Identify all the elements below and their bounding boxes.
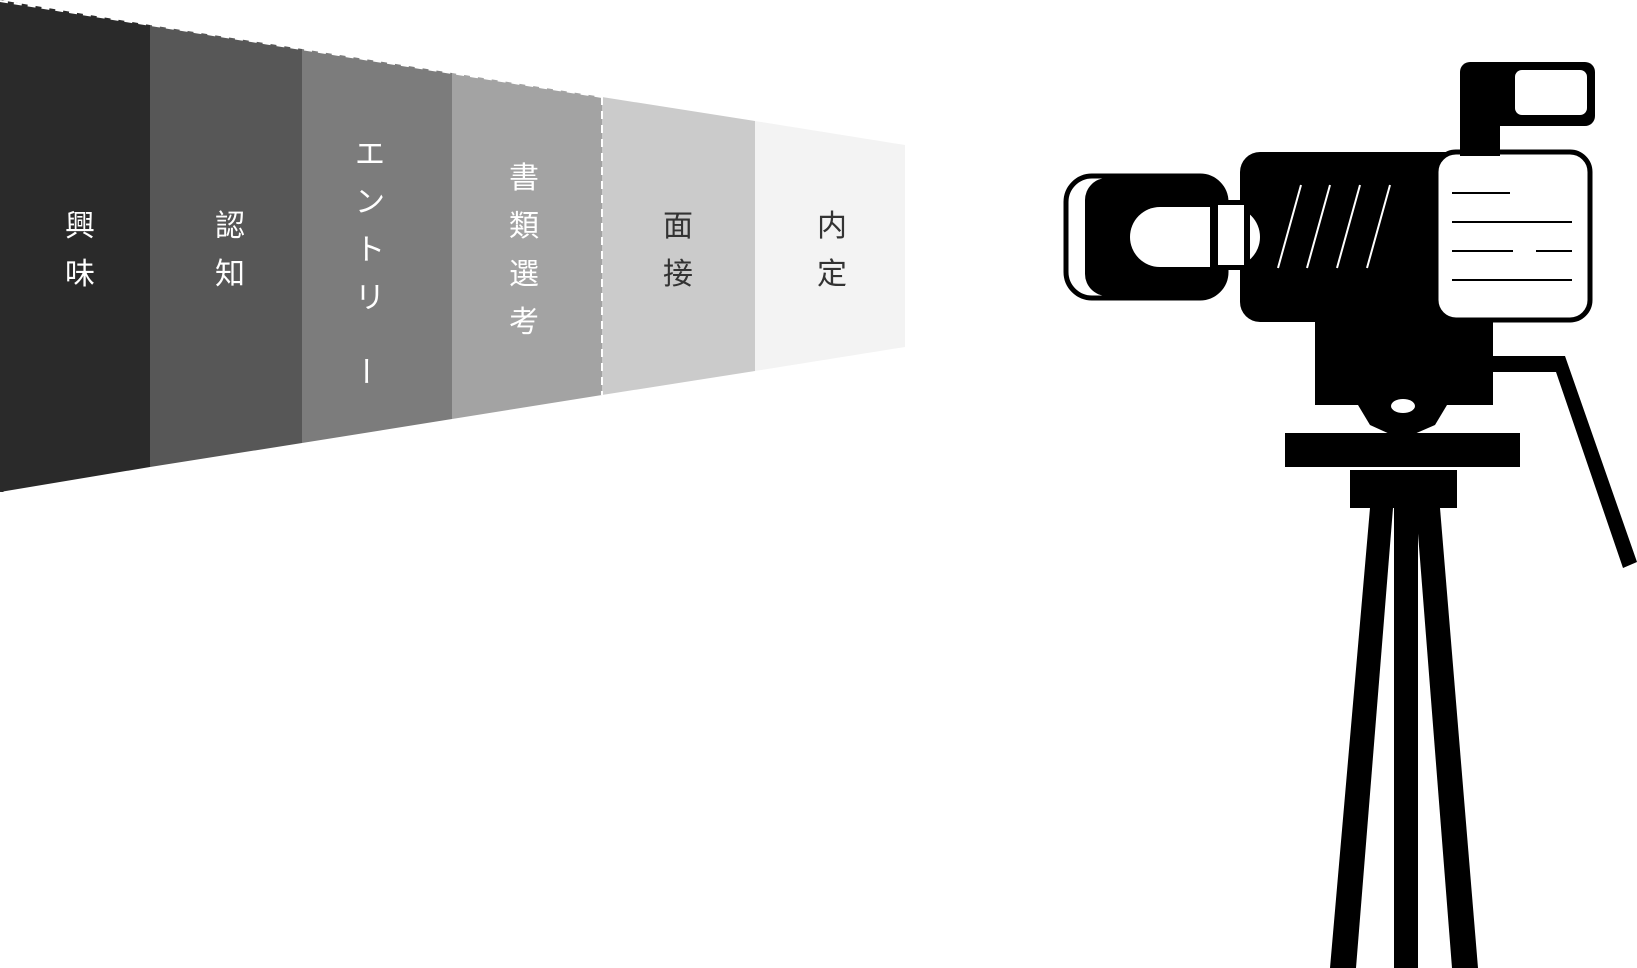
tripod-leg-right [1416,508,1478,968]
stage-label-interest: 興味 [65,209,95,292]
tripod-pan-bar [1285,433,1520,467]
stage-label-offer: 内定 [817,209,847,292]
tripod-leg-center [1394,470,1418,968]
funnel-stage-offer [755,121,905,371]
mount-notch [1391,399,1415,413]
funnel-stage-interview [602,97,755,395]
stage-label-awareness: 認知 [215,209,245,292]
tripod-head [1350,470,1457,508]
funnel-stage-entry [302,49,452,443]
body-highlight-4 [1366,184,1391,269]
tripod-pan-handle [1400,356,1637,568]
stage-label-interview: 面接 [663,209,693,292]
stage-label-screening: 書類選考 [509,161,539,340]
video-camera-on-tripod-icon [1063,62,1637,968]
funnel-top-edge [0,0,603,98]
recruitment-funnel: 興味 認知 エントリー 書類選考 面接 内定 [0,0,905,492]
stage-label-entry: エントリー [347,137,385,386]
lens-connector-gap [1218,205,1244,265]
funnel-stage-screening [452,73,602,419]
camera-mount [1315,320,1493,405]
body-highlight-3 [1336,184,1361,269]
tripod-leg-left [1330,508,1393,968]
viewfinder-screen [1515,70,1587,115]
body-highlight-1 [1277,184,1302,269]
funnel-stage-interest [0,0,150,492]
body-highlight-2 [1306,184,1331,269]
funnel-stage-awareness [150,25,302,467]
camera-side-panel [1433,149,1593,323]
camera-mount-v [1355,400,1450,435]
